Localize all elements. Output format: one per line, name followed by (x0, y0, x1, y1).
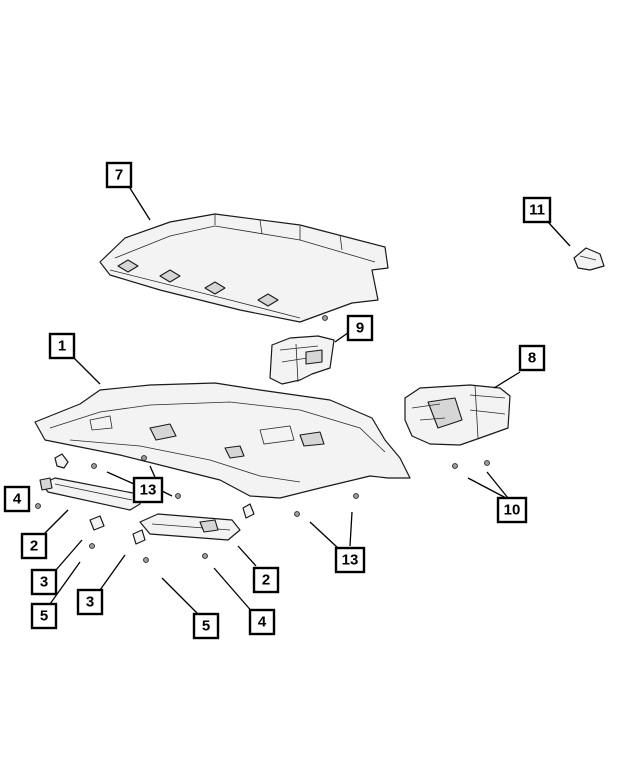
callout-3-left: 3 (30, 568, 58, 596)
screw (143, 557, 149, 563)
callout-label: 4 (13, 491, 22, 508)
callout-label: 10 (504, 502, 521, 519)
fastener-group (35, 455, 490, 563)
callout-7: 7 (105, 161, 133, 189)
screw (89, 543, 95, 549)
part-7-roof-panel (99, 213, 389, 323)
screw (35, 503, 41, 509)
callout-label: 13 (140, 482, 157, 499)
part-2-visor-left (39, 477, 141, 511)
screw (484, 460, 490, 466)
callout-label: 11 (529, 202, 545, 219)
leader-lines (43, 184, 571, 615)
callout-11: 11 (522, 196, 552, 224)
callout-label: 7 (115, 167, 123, 184)
callout-5-center: 5 (192, 612, 220, 640)
callout-label: 3 (40, 574, 48, 591)
headliner-clip-right (242, 503, 255, 519)
part-2-visor-right (139, 513, 241, 541)
callout-label: 5 (40, 608, 48, 625)
callout-4-left: 4 (3, 485, 31, 513)
callout-3-center: 3 (76, 588, 104, 616)
callout-label: 1 (58, 338, 66, 355)
callout-4-right: 4 (248, 608, 276, 636)
callout-label: 5 (202, 618, 210, 635)
callout-label: 2 (30, 538, 38, 555)
callout-label: 3 (86, 594, 94, 611)
callout-label: 2 (262, 572, 270, 589)
screw (202, 553, 208, 559)
screw (91, 463, 97, 469)
screw (353, 493, 359, 499)
callout-5-left: 5 (30, 602, 58, 630)
screw (294, 511, 300, 517)
part-9-bracket (269, 335, 335, 385)
callout-13-upper: 13 (132, 476, 164, 504)
callout-1: 1 (48, 332, 76, 360)
headliner-clip-left (54, 453, 69, 469)
part-3-clip-right (132, 529, 146, 545)
callout-10: 10 (496, 496, 528, 524)
callout-8: 8 (518, 344, 546, 372)
screw (141, 455, 147, 461)
callout-label: 13 (342, 552, 359, 569)
part-1-headliner (34, 382, 411, 499)
part-11-clip (573, 247, 605, 271)
callout-2-left: 2 (20, 532, 48, 560)
screw (452, 463, 458, 469)
callout-label: 8 (528, 350, 536, 367)
part-3-clip-left (89, 515, 105, 531)
screw (175, 493, 181, 499)
callout-label: 9 (356, 320, 364, 337)
callout-2-right: 2 (252, 566, 280, 594)
callout-13-lower: 13 (334, 546, 366, 574)
callout-9: 9 (346, 314, 374, 342)
part-8-console (404, 384, 511, 446)
callout-label: 4 (258, 614, 267, 631)
